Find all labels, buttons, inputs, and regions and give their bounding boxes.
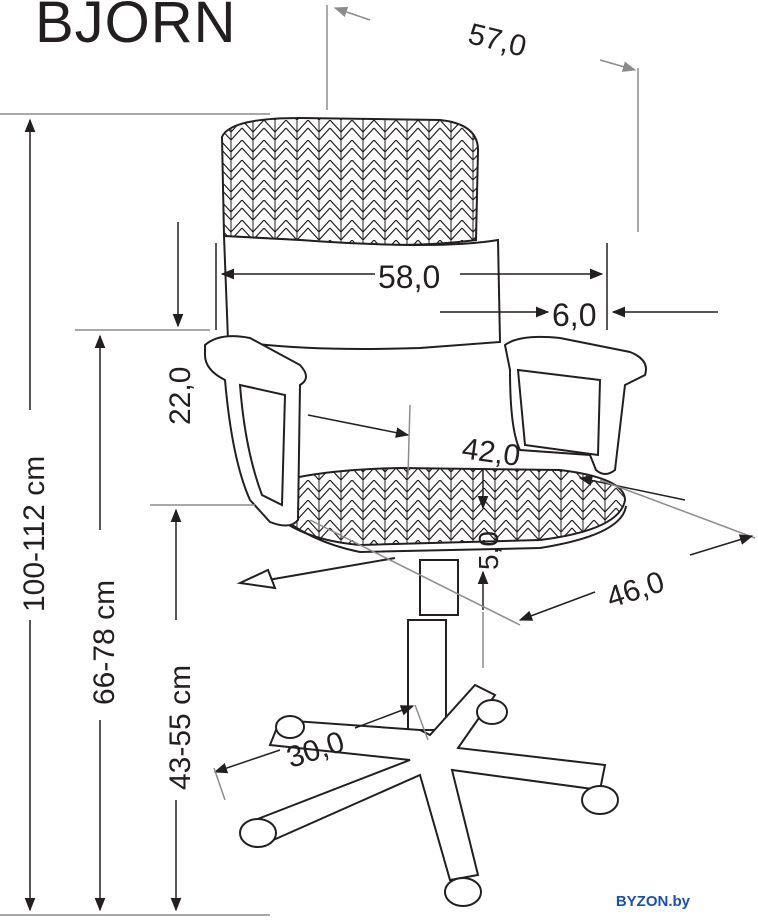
base-star xyxy=(253,683,607,882)
seat xyxy=(253,466,627,547)
dim-seat-depth-label: 42,0 xyxy=(460,432,522,473)
dim-armrest-height-label: 22,0 xyxy=(164,367,197,425)
dimension-lines xyxy=(0,5,756,916)
chair-outline xyxy=(204,116,647,907)
product-title: BJORN xyxy=(35,0,237,55)
watermark: BYZON.by xyxy=(615,893,690,910)
dim-armrest-width-label: 58,0 xyxy=(378,259,440,295)
dim-depth-label: 57,0 xyxy=(465,18,530,64)
dim-seat-thickness-label: 5,0 xyxy=(473,531,504,570)
dim-total-height-label: 100-112 cm xyxy=(18,456,51,612)
dim-armrest-pad-label: 6,0 xyxy=(552,297,596,333)
backrest-lower xyxy=(222,234,502,350)
dim-arm-floor-height-label: 66-78 cm xyxy=(88,580,121,705)
left-armrest xyxy=(204,335,307,527)
right-armrest xyxy=(503,335,647,475)
gas-lift xyxy=(419,559,459,616)
dim-seat-width-label: 46,0 xyxy=(603,565,669,614)
backrest xyxy=(220,116,480,246)
dim-seat-height-label: 43-55 cm xyxy=(164,665,197,790)
